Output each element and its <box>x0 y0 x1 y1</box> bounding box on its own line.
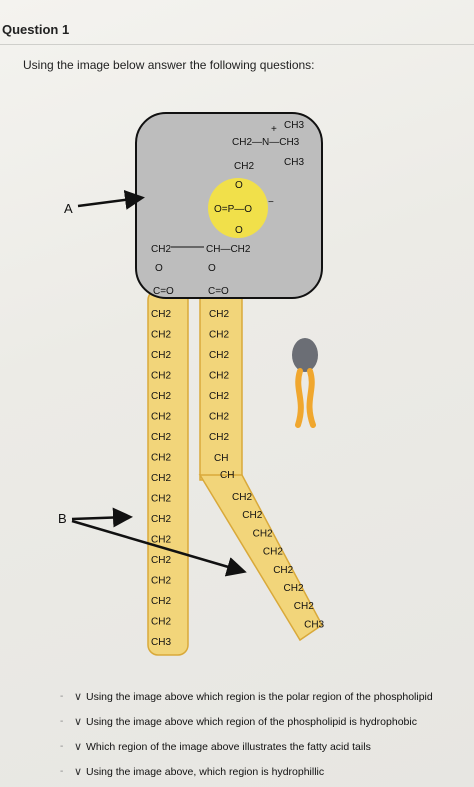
head-ch2: CH2 <box>234 161 254 172</box>
dash-icon: - <box>60 766 64 777</box>
left-tail-group: CH2 <box>151 412 171 423</box>
left-tail-group: CH2 <box>151 576 171 587</box>
right-tail-band-straight <box>199 289 243 481</box>
left-tail-group: CH2 <box>151 309 171 320</box>
head-ch3-bottom: CH3 <box>284 157 304 168</box>
right-tail-bent-group: CH2 <box>253 528 273 539</box>
left-tail-group: CH2 <box>151 555 171 566</box>
dash-icon: - <box>60 741 64 752</box>
right-tail-bent-group: CH2 <box>294 601 314 612</box>
head-o-lower: O <box>235 225 243 236</box>
left-tail-group: CH2 <box>151 473 171 484</box>
head-phosphate: O=P—O <box>214 204 252 215</box>
answer-item[interactable]: - ∨ Using the image above, which region … <box>60 759 470 784</box>
left-tail-group: CH2 <box>151 371 171 382</box>
right-tail-bent-group: CH2 <box>263 547 283 558</box>
left-tail-group: CH2 <box>151 453 171 464</box>
answer-text: Using the image above which region of th… <box>86 715 417 728</box>
answer-item[interactable]: - ∨ Which region of the image above illu… <box>60 734 470 759</box>
arrow-a <box>77 190 145 210</box>
right-tail-group: CH2 <box>209 309 229 320</box>
carbonyl-left: C=O <box>153 286 174 297</box>
left-tail-group: CH2 <box>151 391 171 402</box>
right-tail-group: CH2 <box>209 391 229 402</box>
right-tail-bent-group: CH2 <box>273 565 293 576</box>
right-tail-bent-group: CH2 <box>284 583 304 594</box>
right-tail-group: CH2 <box>209 350 229 361</box>
chevron-down-icon[interactable]: ∨ <box>73 716 83 728</box>
dash-icon: - <box>60 691 64 702</box>
head-o-upper: O <box>235 180 243 191</box>
left-tail-group: CH2 <box>151 350 171 361</box>
phospholipid-icon-tail-right <box>306 368 316 428</box>
left-tail-group: CH2 <box>151 330 171 341</box>
chevron-down-icon[interactable]: ∨ <box>73 691 83 703</box>
ester-o-right: O <box>208 263 216 274</box>
answer-list: - ∨ Using the image above which region i… <box>60 684 470 784</box>
dash-icon: - <box>60 716 64 727</box>
answer-item[interactable]: - ∨ Using the image above which region i… <box>60 684 470 709</box>
question-prompt: Using the image below answer the followi… <box>23 58 315 72</box>
glycerol-right: CH—CH2 <box>206 244 251 255</box>
right-tail-bent-group: CH3 <box>304 619 324 630</box>
phospholipid-icon-tail-left <box>295 368 304 428</box>
question-title: Question 1 <box>2 22 70 37</box>
right-tail-bent-group: CH2 <box>242 510 262 521</box>
answer-item[interactable]: - ∨ Using the image above which region o… <box>60 709 470 734</box>
chevron-down-icon[interactable]: ∨ <box>73 766 83 778</box>
question-header: Question 1 <box>0 18 474 45</box>
head-n-group: CH2—N—CH3 <box>232 137 300 148</box>
carbonyl-right: C=O <box>208 286 229 297</box>
right-tail-group: CH2 <box>209 371 229 382</box>
left-tail-group: CH3 <box>151 637 171 648</box>
left-tail-group: CH2 <box>151 596 171 607</box>
answer-text: Using the image above, which region is h… <box>86 765 325 778</box>
label-a: A <box>64 201 73 216</box>
left-tail-group: CH2 <box>151 432 171 443</box>
right-tail-band-bent <box>198 474 323 642</box>
arrow-b-lower <box>71 519 247 577</box>
left-tail-group: CH2 <box>151 514 171 525</box>
head-phosphate-charge: − <box>268 197 274 208</box>
phosphate-highlight <box>208 178 268 238</box>
label-b: B <box>58 511 67 526</box>
phospholipid-icon-head <box>292 338 318 372</box>
chevron-down-icon[interactable]: ∨ <box>73 741 83 753</box>
head-ch3-top: CH3 <box>284 120 304 131</box>
answer-text: Using the image above which region is th… <box>86 690 433 703</box>
left-tail-group: CH2 <box>151 617 171 628</box>
right-tail-double-bond-group: CH <box>220 470 234 481</box>
arrow-b-upper <box>71 507 133 528</box>
left-tail-group: CH2 <box>151 535 171 546</box>
answer-text: Which region of the image above illustra… <box>86 740 371 753</box>
right-tail-group: CH2 <box>209 412 229 423</box>
head-n-charge: + <box>271 124 277 135</box>
ester-o-left: O <box>155 263 163 274</box>
glycerol-left: CH2 <box>151 244 171 255</box>
right-tail-group: CH2 <box>209 330 229 341</box>
right-tail-bent-group: CH2 <box>232 492 252 503</box>
right-tail-group: CH2 <box>209 432 229 443</box>
phospholipid-figure: CH3 + CH2—N—CH3 CH3 CH2 O O=P—O − O CH2 … <box>58 112 325 656</box>
right-tail-double-bond-group: CH <box>214 453 228 464</box>
left-tail-group: CH2 <box>151 494 171 505</box>
